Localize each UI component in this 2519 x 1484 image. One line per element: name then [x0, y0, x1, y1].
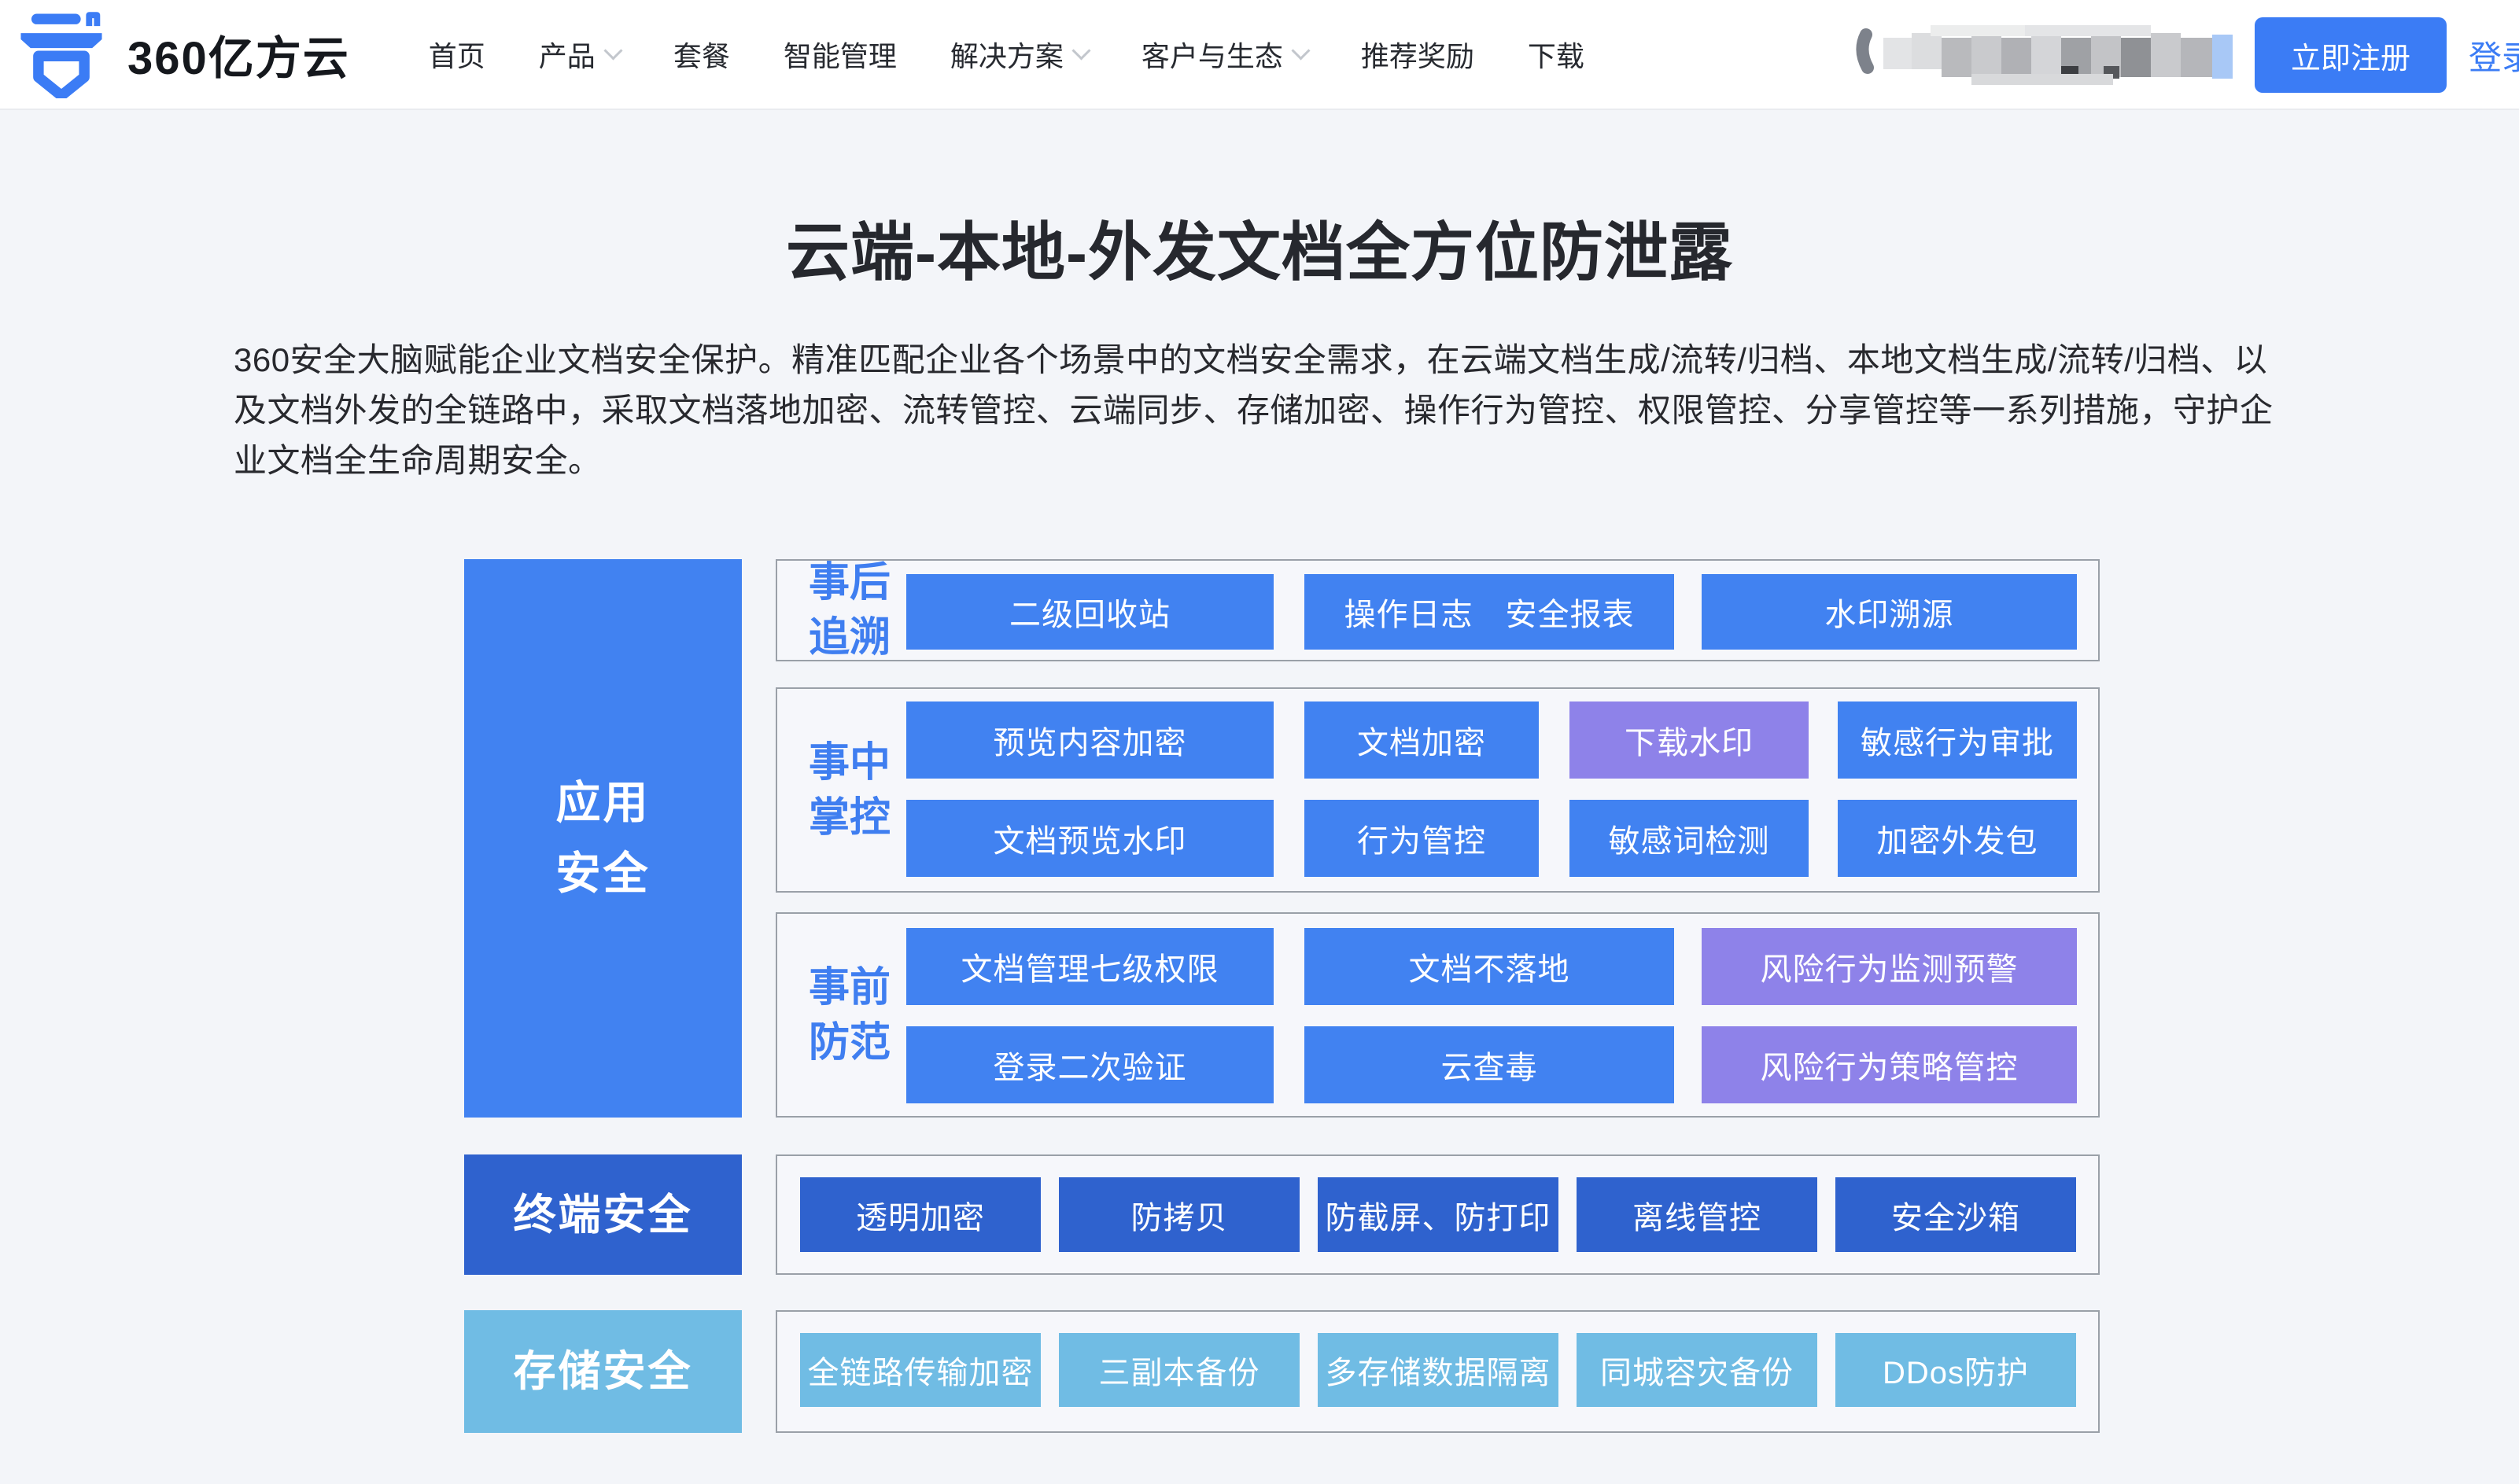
category-terminal-security: 终端安全 [464, 1154, 742, 1275]
feature-box: 加密外发包 [1838, 800, 2077, 877]
category-storage-security: 存储安全 [464, 1310, 742, 1433]
login-link[interactable]: 登录 [2468, 39, 2519, 76]
page-description: 360安全大脑赋能企业文档安全保护。精准匹配企业各个场景中的文档安全需求，在云端… [234, 341, 2274, 479]
feature-box: 三副本备份 [1059, 1333, 1300, 1407]
section-label-line: 掌控 [808, 794, 891, 841]
feature-box: 下载水印 [1569, 701, 1809, 779]
logo-text: 360亿方云 [127, 33, 350, 84]
nav-item-label: 套餐 [673, 40, 730, 72]
feature-box: 云查毒 [1304, 1026, 1674, 1103]
nav-item-label: 解决方案 [950, 40, 1064, 72]
section-terminal-features: 透明加密防拷贝防截屏、防打印离线管控安全沙箱 [776, 1154, 2100, 1275]
feature-box: 水印溯源 [1702, 574, 2077, 650]
feature-box: 登录二次验证 [906, 1026, 1274, 1103]
section-advance-prevention: 事前防范文档管理七级权限文档不落地风险行为监测预警登录二次验证云查毒风险行为策略… [776, 912, 2100, 1118]
section-label-line: 事中 [808, 739, 891, 786]
feature-box: 同城容灾备份 [1577, 1333, 1817, 1407]
main-nav: 首页 产品 套餐 智能管理 解决方案 客户与生态 推荐奖励 下载 [429, 34, 1584, 75]
section-label-line: 追溯 [808, 615, 891, 661]
section-in-process-control: 事中掌控预览内容加密文档加密下载水印敏感行为审批文档预览水印行为管控敏感词检测加… [776, 687, 2100, 893]
section-label: 事中掌控 [798, 735, 902, 845]
nav-item-7[interactable]: 推荐奖励 [1361, 34, 1474, 75]
logo[interactable]: 360亿方云 [16, 10, 350, 98]
nav-item-2[interactable]: 产品 [538, 34, 623, 75]
chevron-down-icon [1071, 40, 1091, 61]
header-right: 立即注册 登录 [1855, 0, 2519, 110]
feature-box: 防截屏、防打印 [1318, 1177, 1558, 1252]
section-label-line: 事后 [808, 560, 891, 606]
section-after-trace: 事后追溯二级回收站操作日志 安全报表水印溯源 [776, 559, 2100, 661]
nav-item-8[interactable]: 下载 [1528, 34, 1584, 75]
feature-box: 全链路传输加密 [800, 1333, 1041, 1407]
nav-item-label: 推荐奖励 [1360, 40, 1474, 72]
nav-item-label: 客户与生态 [1141, 40, 1283, 72]
category-app-security: 应用安全 [464, 559, 742, 1118]
nav-item-4[interactable]: 智能管理 [784, 34, 897, 75]
feature-box: 文档加密 [1304, 701, 1539, 779]
category-label-line: 终端安全 [513, 1191, 693, 1239]
page-title: 云端-本地-外发文档全方位防泄露 [786, 218, 1733, 289]
chevron-down-icon [1291, 40, 1311, 61]
feature-box: DDos防护 [1835, 1333, 2076, 1407]
feature-box: 防拷贝 [1059, 1177, 1300, 1252]
nav-item-label: 智能管理 [783, 40, 897, 72]
feature-box: 离线管控 [1577, 1177, 1817, 1252]
feature-box: 文档预览水印 [906, 800, 1274, 877]
nav-item-1[interactable]: 首页 [429, 34, 485, 75]
category-label-line: 存储安全 [513, 1348, 693, 1395]
logo-icon [20, 12, 102, 98]
feature-box: 安全沙箱 [1835, 1177, 2076, 1252]
feature-box: 透明加密 [800, 1177, 1041, 1252]
feature-box: 风险行为监测预警 [1702, 928, 2077, 1005]
feature-box: 多存储数据隔离 [1318, 1333, 1558, 1407]
nav-item-label: 下载 [1527, 40, 1584, 72]
nav-item-label: 首页 [428, 40, 485, 72]
section-label-line: 防范 [808, 1019, 891, 1066]
category-label-line: 应用 [555, 778, 651, 828]
feature-box: 预览内容加密 [906, 701, 1274, 779]
top-nav-bar: 360亿方云 首页 产品 套餐 智能管理 解决方案 客户与生态 推荐奖励 下载 [0, 0, 2519, 110]
feature-box: 行为管控 [1304, 800, 1539, 877]
chevron-down-icon [603, 40, 623, 61]
blurred-account-mosaic [1856, 25, 2233, 85]
nav-item-5[interactable]: 解决方案 [950, 34, 1091, 75]
nav-item-3[interactable]: 套餐 [673, 34, 730, 75]
feature-box: 操作日志 安全报表 [1304, 574, 1674, 650]
category-label-line: 安全 [555, 849, 651, 899]
section-label: 事前防范 [798, 960, 902, 1070]
register-button[interactable]: 立即注册 [2254, 17, 2447, 93]
feature-box: 敏感词检测 [1569, 800, 1809, 877]
feature-box: 文档管理七级权限 [906, 928, 1274, 1005]
feature-box: 风险行为策略管控 [1702, 1026, 2077, 1103]
nav-item-6[interactable]: 客户与生态 [1141, 34, 1311, 75]
section-label: 事后追溯 [798, 555, 902, 665]
feature-box: 二级回收站 [906, 574, 1274, 650]
section-label-line: 事前 [808, 964, 891, 1011]
feature-box: 文档不落地 [1304, 928, 1674, 1005]
nav-item-label: 产品 [538, 40, 596, 72]
feature-box: 敏感行为审批 [1838, 701, 2077, 779]
